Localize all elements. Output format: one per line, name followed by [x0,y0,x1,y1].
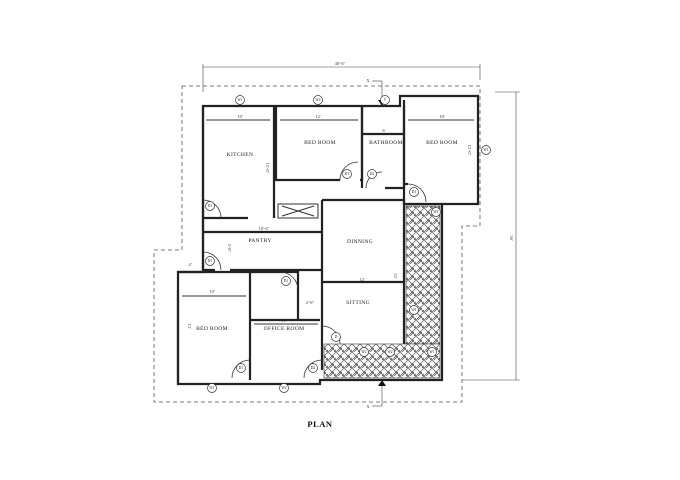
pantry-width-dim: 10'-6" [259,226,270,231]
tag-office-window: W2 [279,383,289,393]
svg-text:W1: W1 [429,350,434,354]
tag-bedroom-right-window: W1 [481,145,491,155]
sitting-door-swing [321,325,341,345]
section-mark-bottom: X [366,380,386,409]
tag-bathroom-vent: V [380,95,390,105]
svg-text:D2: D2 [370,172,375,176]
svg-text:W1: W1 [433,210,438,214]
corridor-dim: 4' [189,262,192,267]
tag-bedroom-left-door: D1 [236,363,246,373]
tag-bedroom-left-window: W1 [207,383,217,393]
kitchen-height-dim: 12'-0" [265,163,270,174]
svg-text:D1: D1 [345,172,350,176]
tag-entry-1: W2 [359,347,369,357]
section-mark-top-label: X [366,78,370,83]
kitchen-wall [201,106,276,272]
office-door-swing [279,271,299,291]
svg-text:D1: D1 [412,190,417,194]
svg-text:W2: W2 [281,386,286,390]
kitchen-width-dim: 10' [237,114,242,119]
dining-sitting-wall [320,198,406,370]
office-room-label: OFFICE ROOM [264,326,305,332]
bedroom-left-label: BED ROOM [196,326,228,332]
svg-text:W1: W1 [237,98,242,102]
plan-title: PLAN [307,419,333,429]
tag-bedroom-right-door: D1 [409,187,419,197]
overall-width-dimension: 40'-6" [202,61,481,92]
pantry-door-swing [202,251,222,271]
kitchen-label: KITCHEN [227,152,254,158]
tag-corridor-window-1: W1 [431,207,441,217]
tag-office-door: D1 [281,276,291,286]
svg-text:D1: D1 [284,279,289,283]
small-dim: 2'-6" [306,300,315,305]
tag-pantry-door: D1 [205,256,215,266]
tag-office-door-2: D2 [308,363,318,373]
pantry-wall [203,230,322,272]
overall-height-dimension: 36' [462,91,520,381]
paving-strip-bottom [323,343,441,379]
bedroom-left-height-dim: 13' [187,323,192,328]
plot-boundary [153,85,481,403]
stair-box [277,203,319,219]
bedroom-top-door-swing [339,161,359,181]
bedroom-top-width-dim: 12' [315,114,320,119]
bedroom-right-wall [402,100,442,206]
section-mark-bottom-label: X [366,404,370,409]
tag-kitchen-door: D1 [205,201,215,211]
tag-bedroom-top-window: W2 [313,95,323,105]
office-width-dim: 10' [281,318,286,323]
svg-text:D1: D1 [239,366,244,370]
svg-text:D: D [335,335,338,339]
pantry-label: PANTRY [248,238,271,244]
sitting-height-dim: 22' [393,273,398,278]
svg-text:W2: W2 [387,350,392,354]
tag-corridor-window-2: W1 [427,347,437,357]
bathroom-width-dim: 6' [383,128,386,133]
svg-text:V: V [384,98,387,102]
tag-sitting-door: D [331,332,341,342]
tag-kitchen-window: W1 [235,95,245,105]
svg-text:D1: D1 [208,259,213,263]
tag-entry-2: W2 [385,347,395,357]
bedroom-right-width-dim: 10' [439,114,444,119]
tag-bedroom-top-door-1: D1 [342,169,352,179]
svg-text:D1: D1 [208,204,213,208]
svg-text:D2: D2 [311,366,316,370]
svg-text:W2: W2 [361,350,366,354]
tag-sitting-window: W1 [409,305,419,315]
sitting-width-dim: 12' [359,277,364,282]
svg-text:W2: W2 [315,98,320,102]
paving-strip-right [405,205,441,345]
tag-bedroom-top-door-2: D2 [367,169,377,179]
kitchen-door-swing [202,199,222,219]
overall-width-label: 40'-6" [335,61,346,66]
svg-text:W1: W1 [411,308,416,312]
pantry-height-dim: 5'-0" [227,244,232,253]
dining-label: DINNING [347,239,373,245]
office-room-wall [250,270,320,322]
svg-text:W1: W1 [483,148,488,152]
bathroom-label: BATHROOM [369,140,403,146]
overall-height-label: 36' [509,235,514,240]
bedroom-top-label: BED ROOM [304,140,336,146]
bedroom-left-width-dim: 10' [209,289,214,294]
bedroom-right-height-dim: 12'-0" [467,145,472,156]
bedroom-right-label: BED ROOM [426,140,458,146]
sitting-label: SITTING [346,300,370,306]
bedroom-right-door-swing [407,183,427,203]
svg-text:W1: W1 [209,386,214,390]
